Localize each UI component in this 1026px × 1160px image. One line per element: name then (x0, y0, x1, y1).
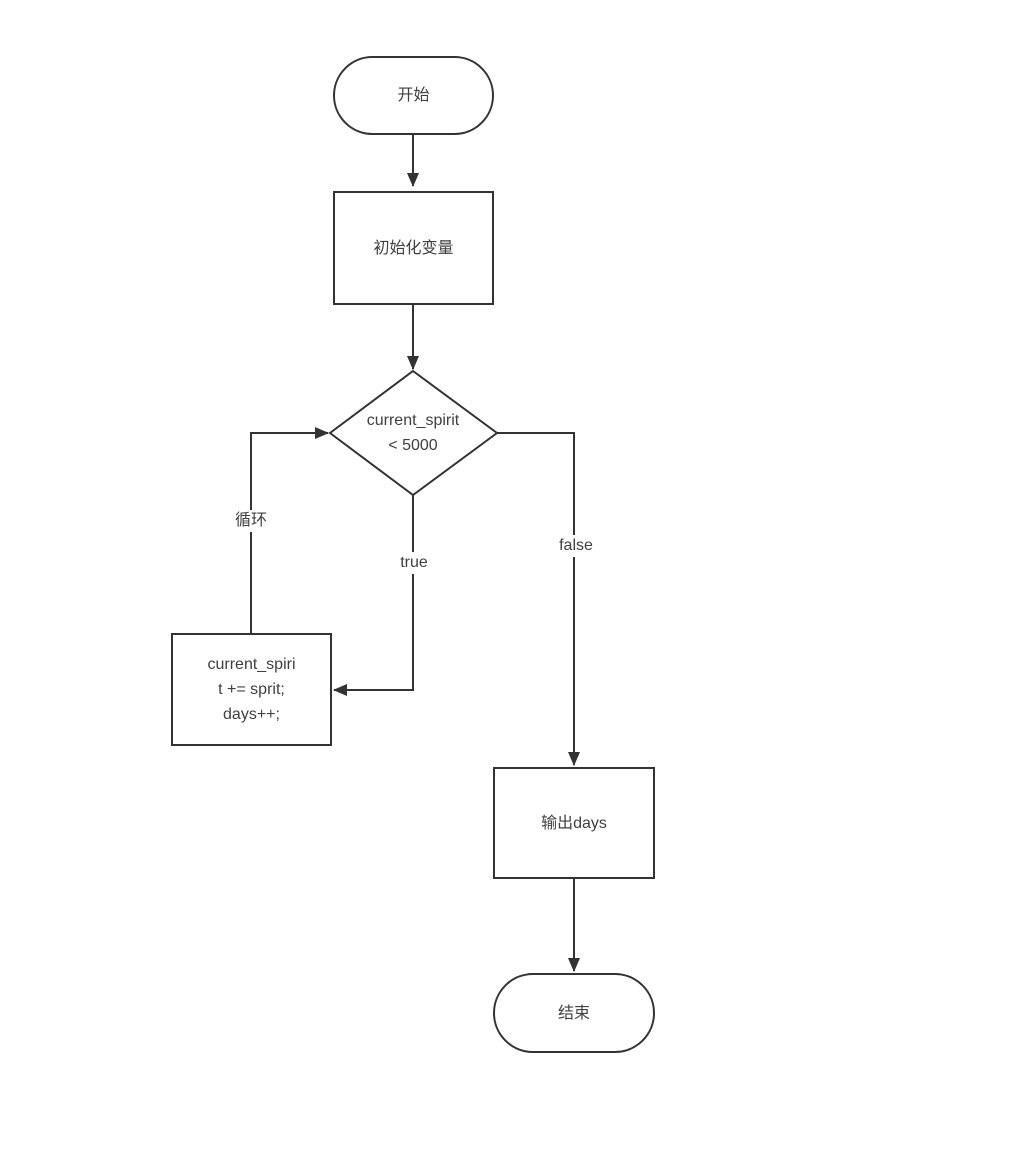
true-edge-label: true (395, 552, 433, 574)
decision-diamond-shape (328, 369, 499, 497)
false-edge-label: false (554, 535, 598, 557)
output-days-node: 输出days (493, 767, 655, 879)
end-node: 结束 (493, 973, 655, 1053)
loop-body-node: current_spiri t += sprit; days++; (171, 633, 332, 746)
init-variables-node: 初始化变量 (333, 191, 494, 305)
decision-node-label: current_spirit < 5000 (366, 412, 460, 454)
loop-edge-label: 循环 (229, 510, 273, 532)
edge-loop-body-to-decision (250, 427, 329, 633)
edge-decision-true-to-loop-body (333, 495, 414, 696)
start-node: 开始 (333, 56, 494, 135)
edge-decision-false-to-output (497, 432, 580, 766)
